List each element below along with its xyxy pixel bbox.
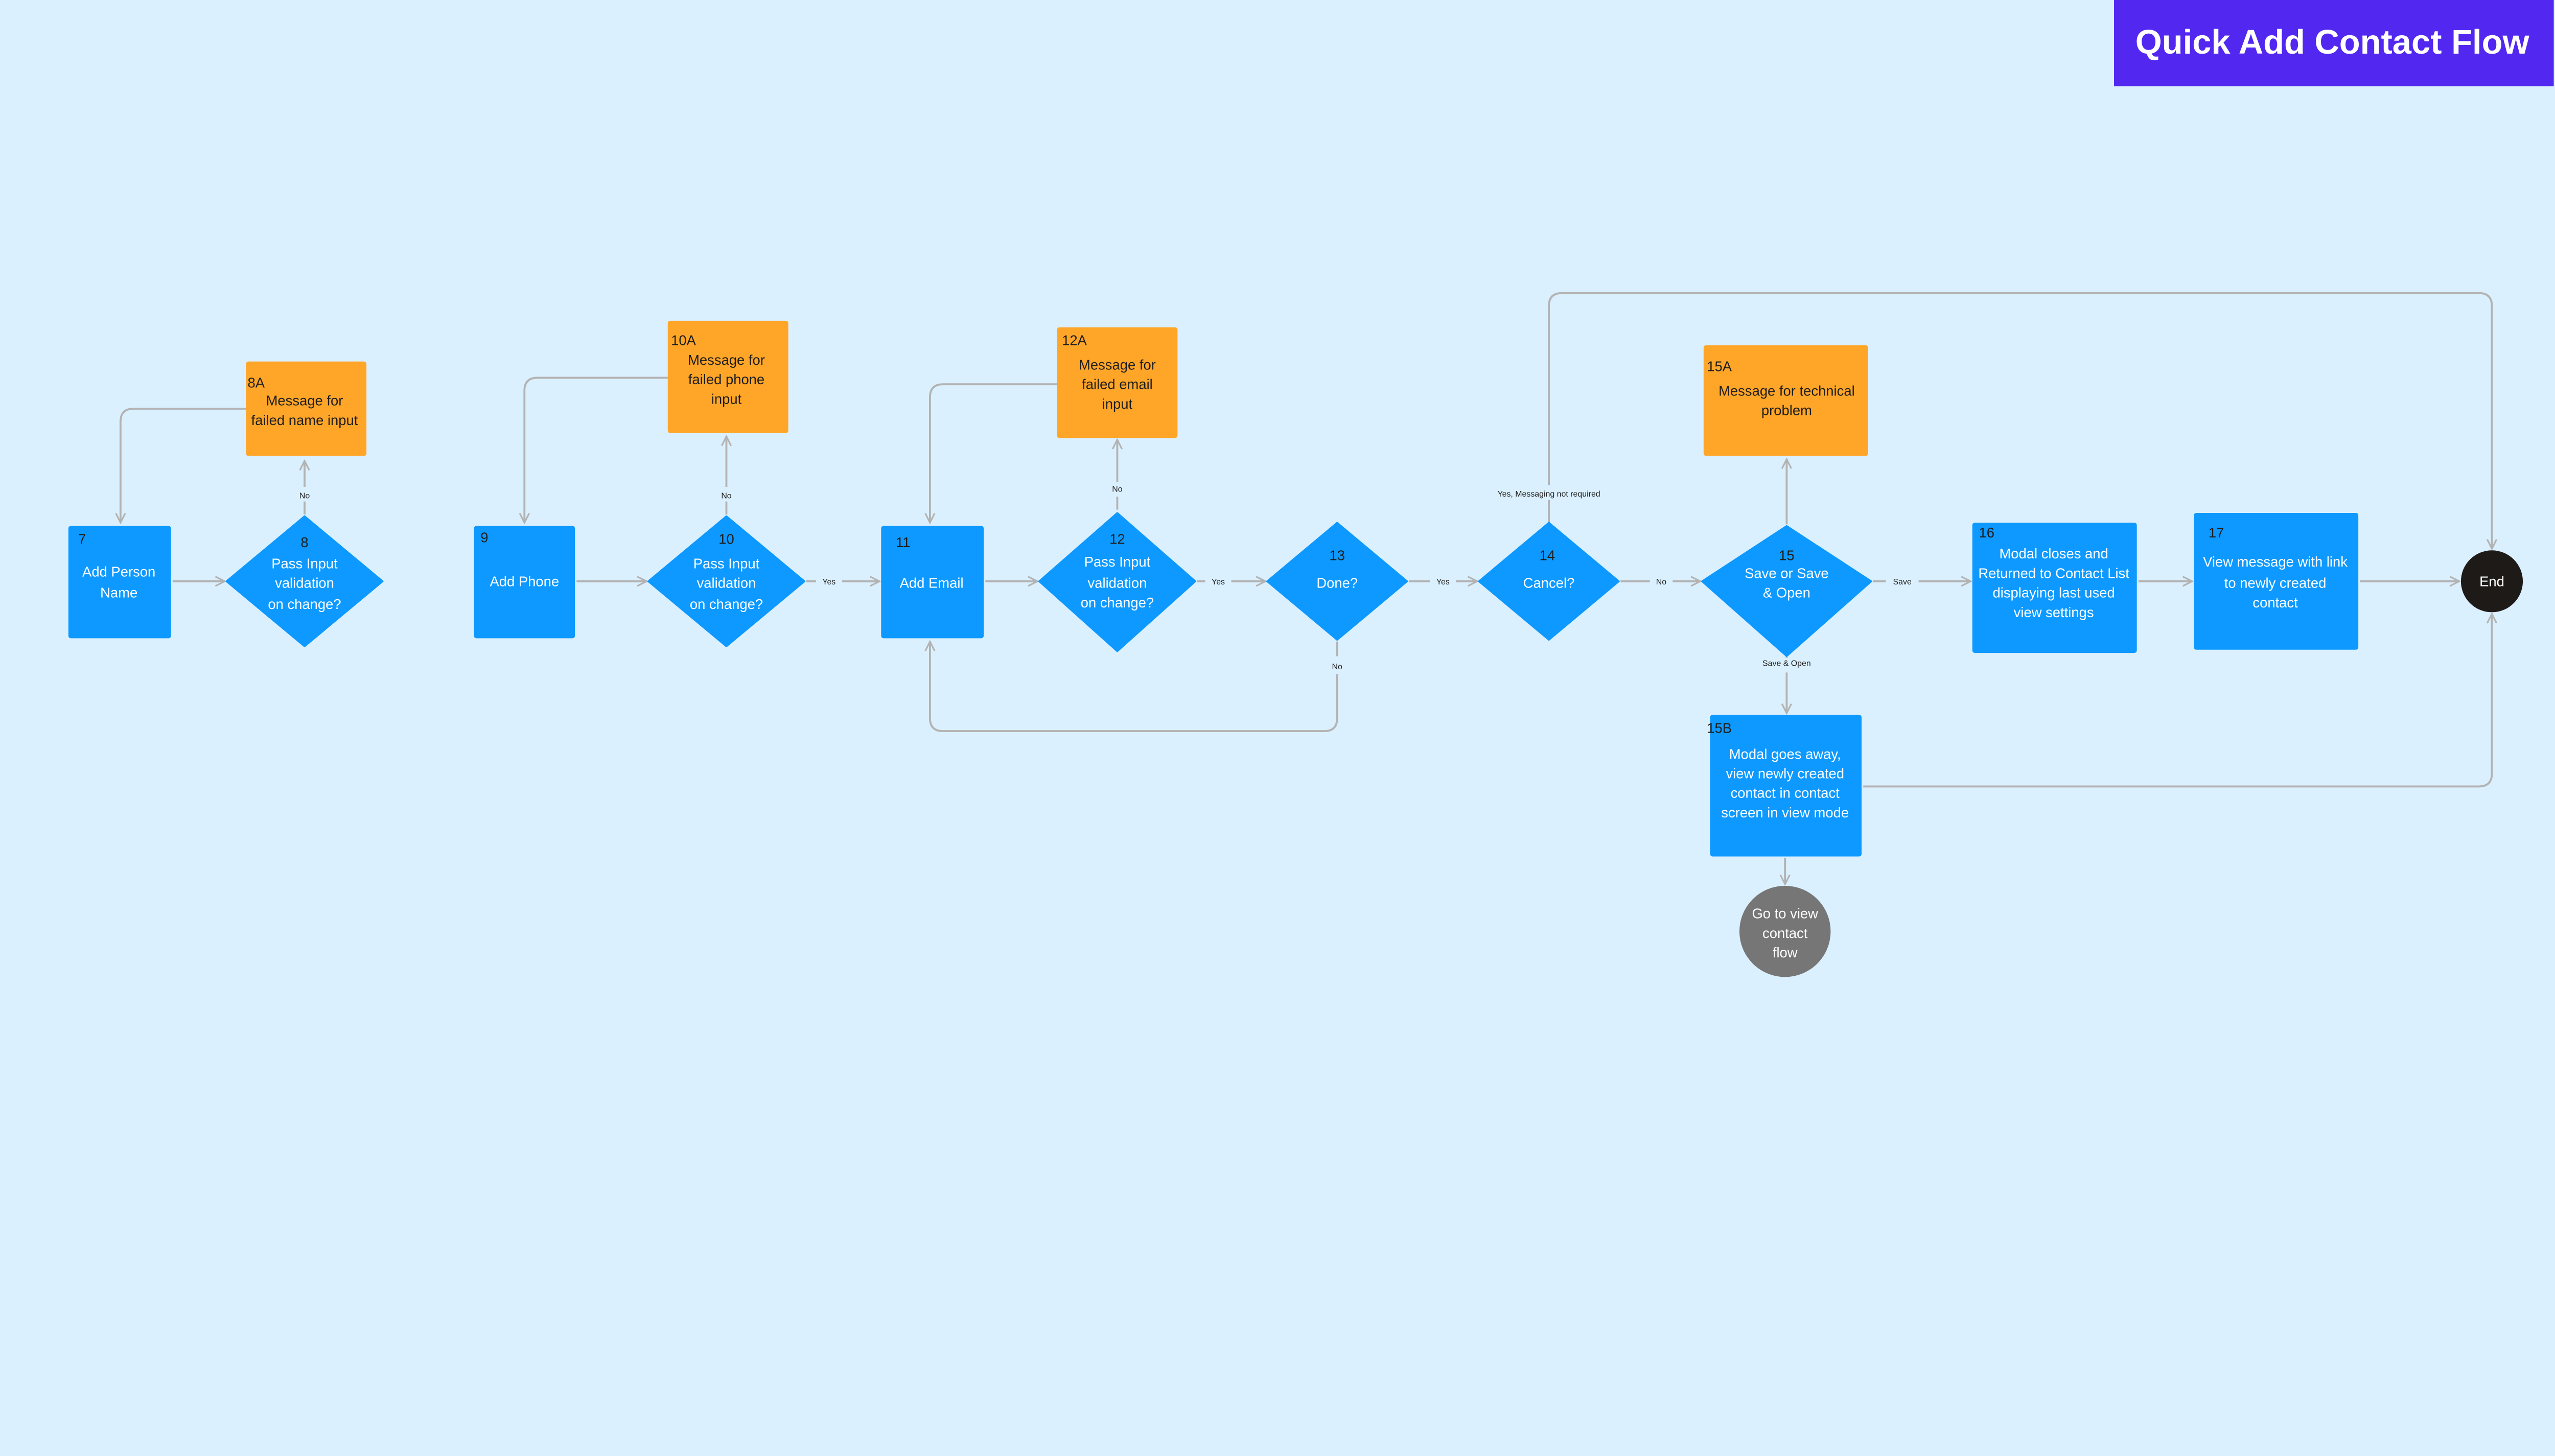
node-text: Message for: [266, 393, 343, 409]
node-end[interactable]: End: [2460, 550, 2523, 613]
node-14-cancel-decision[interactable]: 14 Cancel?: [1478, 522, 1620, 641]
node-number: 10: [718, 531, 734, 547]
node-text: contact: [1762, 925, 1808, 941]
node-text: displaying last used: [1993, 585, 2115, 601]
node-text: Returned to Contact List: [1978, 565, 2129, 581]
node-text: Modal closes and: [1999, 546, 2108, 561]
edge-label: Save & Open: [1762, 660, 1811, 668]
node-15a-message[interactable]: 15A Message for technical problem: [1703, 345, 1868, 456]
node-11-add-email[interactable]: 11 Add Email: [881, 526, 984, 639]
node-10-decision[interactable]: 10 Pass Input validation on change?: [647, 515, 806, 647]
canvas: Quick Add Contact Flow No No Yes No Yes …: [68, 0, 2554, 977]
node-text: validation: [275, 575, 334, 591]
node-text: Message for: [1079, 357, 1156, 373]
node-number: 15: [1779, 547, 1794, 563]
node-number: 8: [300, 534, 308, 550]
edge-12a-11: [930, 383, 1057, 523]
flow-diagram: Quick Add Contact Flow No No Yes No Yes …: [68, 0, 2554, 977]
edge-labels: No No Yes No Yes Yes No Yes, Messaging n…: [299, 485, 1912, 671]
node-10a-message[interactable]: 10A Message for failed phone input: [667, 320, 788, 433]
node-13-done-decision[interactable]: 13 Done?: [1266, 522, 1408, 641]
node-number: 15B: [1707, 720, 1732, 736]
edge-13-11: [930, 642, 1338, 732]
node-text: flow: [1773, 945, 1798, 960]
node-8-decision[interactable]: 8 Pass Input validation on change?: [225, 515, 384, 647]
edge-label: Yes: [1212, 578, 1225, 586]
node-text: screen in view mode: [1721, 805, 1849, 820]
node-text: Message for technical: [1718, 383, 1855, 398]
node-number: 13: [1329, 547, 1344, 563]
node-number: 17: [2209, 525, 2224, 541]
node-number: 8A: [247, 375, 265, 391]
edge-label: Yes, Messaging not required: [1497, 490, 1600, 499]
node-text: Add Phone: [490, 573, 559, 589]
node-number: 14: [1540, 547, 1555, 563]
node-text: input: [711, 391, 742, 407]
node-17-view-message[interactable]: 17 View message with link to newly creat…: [2194, 512, 2359, 650]
node-text: Add Person: [82, 563, 155, 579]
node-text: contact: [2252, 595, 2298, 610]
node-number: 7: [78, 531, 86, 547]
edge-label: No: [1332, 663, 1342, 671]
node-text: failed phone: [688, 371, 764, 387]
edge-14-end: [1548, 292, 2492, 549]
node-text: to newly created: [2224, 575, 2327, 591]
edge-10a-9: [524, 377, 668, 523]
edge-label: No: [1112, 485, 1122, 494]
node-12-decision[interactable]: 12 Pass Input validation on change?: [1038, 512, 1197, 652]
node-text: Name: [100, 585, 137, 601]
title-banner: Quick Add Contact Flow: [2114, 0, 2554, 86]
node-number: 11: [896, 534, 910, 550]
node-number: 10A: [671, 333, 696, 348]
node-number: 12: [1109, 531, 1125, 547]
node-text: Pass Input: [1084, 554, 1151, 570]
node-text: Message for: [688, 352, 765, 368]
node-16-return-contact-list[interactable]: 16 Modal closes and Returned to Contact …: [1972, 523, 2137, 653]
node-text: input: [1102, 396, 1133, 412]
end-label: End: [2479, 573, 2504, 589]
node-text: Modal goes away,: [1729, 746, 1841, 762]
node-text: Go to view: [1752, 906, 1818, 922]
node-text: Done?: [1316, 575, 1358, 591]
edge-8a-7: [121, 408, 246, 523]
node-number: 15A: [1707, 359, 1732, 374]
node-text: on change?: [690, 596, 763, 612]
edge-label: No: [299, 491, 310, 500]
node-text: Cancel?: [1523, 575, 1575, 591]
node-7-add-person-name[interactable]: 7 Add Person Name: [68, 526, 171, 639]
edge-label: Yes: [1436, 578, 1450, 586]
edge-label: Save: [1893, 578, 1912, 586]
connectors: [121, 292, 2492, 884]
node-15b-view-contact[interactable]: 15B Modal goes away, view newly created …: [1707, 715, 1862, 857]
node-number: 12A: [1062, 333, 1087, 348]
node-go-to-view-contact-flow[interactable]: Go to view contact flow: [1739, 885, 1831, 977]
node-12a-message[interactable]: 12A Message for failed email input: [1057, 327, 1178, 438]
node-text: Pass Input: [693, 555, 760, 571]
node-text: View message with link: [2203, 554, 2348, 570]
node-number: 16: [1979, 525, 1994, 541]
node-text: Add Email: [900, 575, 964, 591]
page-title: Quick Add Contact Flow: [2135, 23, 2530, 61]
node-text: validation: [1088, 575, 1147, 591]
node-text: failed email: [1082, 377, 1153, 392]
node-text: on change?: [1081, 595, 1154, 610]
node-text: & Open: [1763, 585, 1810, 601]
node-text: problem: [1761, 403, 1812, 418]
node-text: on change?: [268, 596, 341, 612]
edge-label: Yes: [822, 578, 835, 586]
node-text: view newly created: [1726, 765, 1844, 781]
node-text: validation: [697, 575, 756, 591]
edge-15b-end: [1863, 614, 2492, 788]
node-number: 9: [480, 529, 488, 545]
node-9-add-phone[interactable]: 9 Add Phone: [474, 526, 575, 639]
node-text: view settings: [2014, 604, 2094, 620]
node-text: Pass Input: [271, 555, 338, 571]
node-8a-message[interactable]: 8A Message for failed name input: [246, 361, 367, 456]
edge-label: No: [1656, 578, 1666, 586]
node-15-save-decision[interactable]: 15 Save or Save & Open: [1701, 525, 1872, 657]
node-text: Save or Save: [1745, 565, 1829, 581]
node-text: contact in contact: [1731, 785, 1840, 801]
edge-label: No: [721, 491, 731, 500]
node-text: failed name input: [251, 412, 358, 428]
